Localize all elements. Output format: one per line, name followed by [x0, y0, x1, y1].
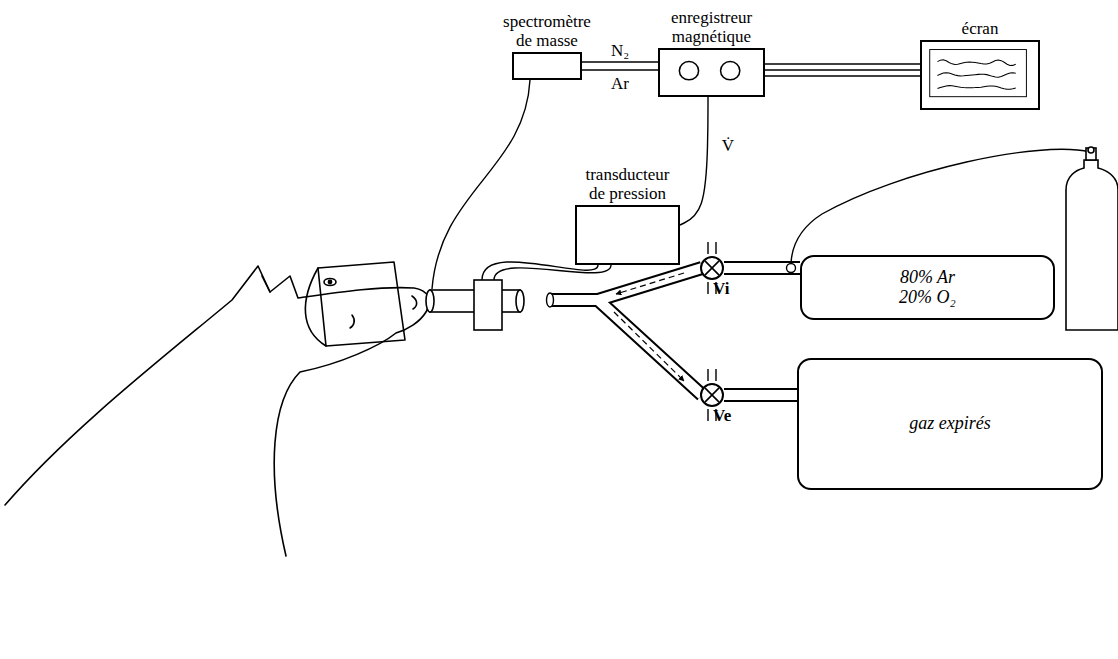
- connector-group: [582, 70, 658, 71]
- trace: [937, 86, 1015, 90]
- box-heading: écran: [930, 20, 1030, 38]
- horse-eye: [324, 279, 336, 286]
- connector-group: [680, 97, 708, 225]
- horse-nostril: [412, 296, 417, 309]
- pipe-wall: [550, 268, 702, 395]
- pressure-transducer-box: transducteur de pression: [575, 205, 680, 265]
- box-heading: Ve: [713, 407, 731, 425]
- reels-decoration: [660, 50, 763, 95]
- gas-mixture-bag: 80% Ar 20% O₂: [800, 255, 1055, 320]
- box-heading: enregistreur magnétique: [657, 9, 767, 46]
- signal-line: [582, 61, 658, 62]
- connector-group: [765, 70, 920, 71]
- flow-sensor: [474, 280, 502, 330]
- recorder-box: enregistreur magnétique: [658, 48, 765, 97]
- mass-spectrometer-box: spectromètre de masse: [512, 52, 582, 80]
- waves-decoration: [922, 42, 1038, 108]
- inspiratory-valve: Vi: [700, 256, 724, 280]
- connector-group: [724, 395, 797, 396]
- signal-line: [582, 69, 658, 70]
- box-heading: spectromètre de masse: [497, 13, 597, 50]
- pneumotachograph: [426, 280, 524, 330]
- mask-mark: [350, 315, 354, 328]
- screen-face: [930, 50, 1027, 97]
- sampling-line: [432, 80, 530, 289]
- gas-pipe: [724, 388, 797, 402]
- pipe-end: [547, 293, 554, 307]
- tape-reel: [679, 61, 698, 79]
- y-pipe: [547, 268, 703, 395]
- signal-line: [765, 63, 920, 64]
- cross-decoration: [702, 385, 722, 405]
- tube-end: [516, 290, 524, 312]
- expired-gas-bag: gaz expirés: [797, 358, 1103, 490]
- tape-reel: [721, 61, 740, 79]
- cylinder-body: [1066, 160, 1118, 330]
- connector-group: [765, 76, 920, 77]
- gas-cylinder: [1066, 147, 1118, 330]
- expiration-flow: [614, 312, 684, 381]
- pipe-bore: [724, 390, 797, 400]
- gas-pipe: [724, 261, 800, 275]
- pipe-bore: [724, 263, 800, 273]
- valve-cross: [705, 388, 719, 402]
- cylinder-knob: [1088, 147, 1094, 153]
- trace: [937, 60, 1015, 66]
- signal-line: [680, 97, 708, 225]
- horse-pupil: [328, 280, 331, 283]
- signal-line: [765, 75, 920, 76]
- screen-box: écran: [920, 40, 1040, 110]
- signal-label: N₂: [609, 42, 631, 59]
- cross-decoration: [702, 258, 722, 278]
- connector-group: [582, 62, 658, 63]
- horse-ear: [262, 276, 270, 292]
- horse-outline: [5, 266, 429, 556]
- connector-group: [765, 64, 920, 65]
- horse: [5, 262, 429, 556]
- box-heading: transducteur de pression: [578, 166, 678, 203]
- gas-inlet: [787, 264, 796, 273]
- trace: [937, 73, 1015, 77]
- pressure-line: [494, 265, 611, 280]
- inspiration-flow: [616, 273, 684, 294]
- signal-line: [765, 69, 920, 70]
- face-mask: [318, 262, 405, 346]
- gas-feed-line: [791, 149, 1090, 263]
- box-heading: Vi: [713, 280, 729, 298]
- valve-cross: [705, 261, 719, 275]
- pipe-bore: [552, 268, 702, 395]
- box-text: gaz expirés: [850, 414, 1050, 433]
- signal-label: Ar: [609, 75, 631, 92]
- signal-label: V̇: [720, 137, 736, 154]
- cylinder-valve: [1086, 148, 1096, 160]
- box-text: 80% Ar 20% O₂: [893, 268, 963, 307]
- mask-strap: [305, 268, 326, 346]
- expiratory-valve: Ve: [700, 383, 724, 407]
- tube-end: [426, 290, 434, 312]
